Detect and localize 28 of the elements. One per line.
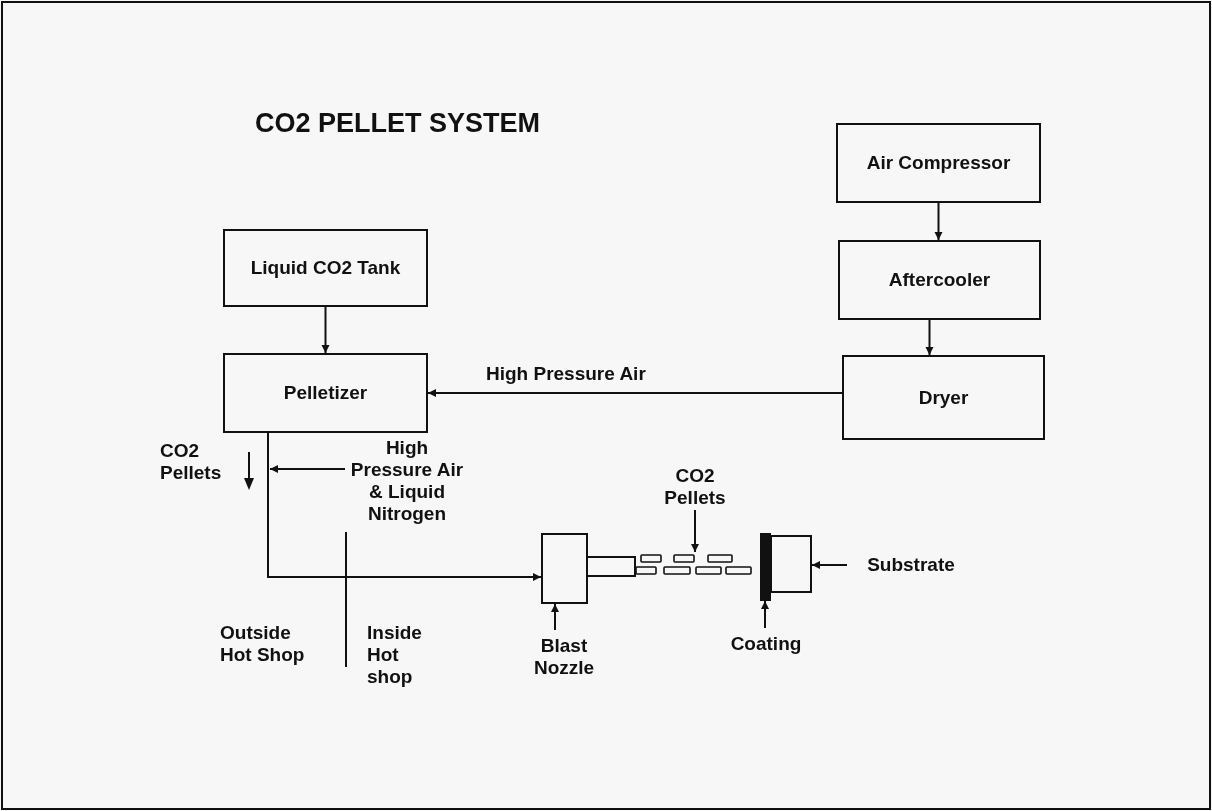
leader-line <box>691 509 699 553</box>
area-label: Inside Hot shop <box>367 622 423 688</box>
process-box: Dryer <box>842 355 1045 440</box>
process-box: Liquid CO2 Tank <box>223 229 428 307</box>
callout-text: Substrate <box>851 552 971 578</box>
callout-text: Coating <box>716 630 816 658</box>
flow-arrow <box>321 306 330 354</box>
callout-text: Blast Nozzle <box>518 632 610 682</box>
nozzle-box <box>541 533 588 604</box>
leader-line <box>269 465 346 473</box>
substrate-block <box>770 535 812 593</box>
process-box: Pelletizer <box>223 353 428 433</box>
process-box: Air Compressor <box>836 123 1041 203</box>
coating-bar <box>760 533 771 601</box>
area-label: Outside Hot Shop <box>220 622 306 666</box>
callout-text: High Pressure Air & Liquid Nitrogen <box>345 436 469 526</box>
flow-arrow <box>925 319 934 356</box>
flow-arrow <box>934 202 943 241</box>
leader-line <box>761 600 769 629</box>
pellets-drawing <box>635 552 752 578</box>
callout-text: CO2 Pellets <box>650 464 740 510</box>
flow-arrow <box>427 389 843 397</box>
diagram-title: CO2 PELLET SYSTEM <box>255 108 541 140</box>
leader-line <box>811 561 848 569</box>
flow-arrow <box>267 432 542 581</box>
area-label: CO2 Pellets <box>160 440 223 484</box>
leader-line <box>551 603 559 631</box>
process-box: Aftercooler <box>838 240 1041 320</box>
